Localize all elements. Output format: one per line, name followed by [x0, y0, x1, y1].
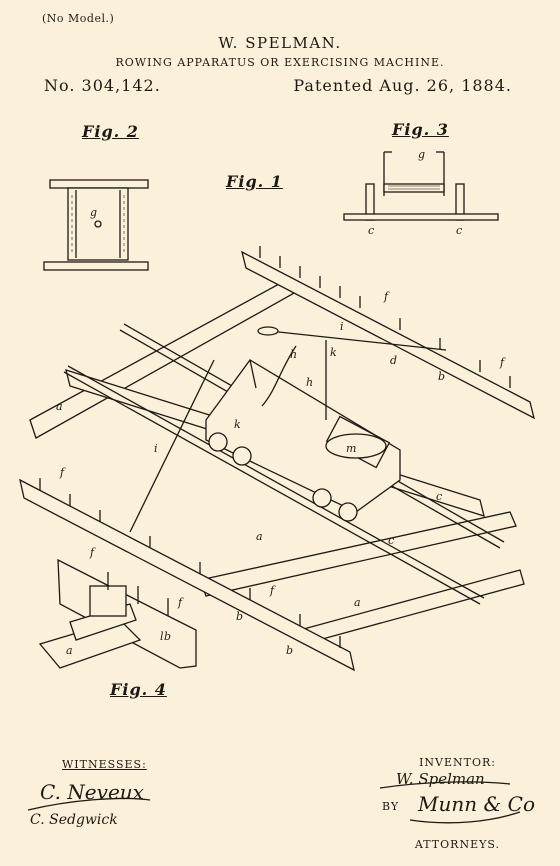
ref-m: m [346, 442, 356, 455]
bottom-rail-pegs [39, 478, 341, 648]
ref-b-2: b [236, 610, 243, 623]
patent-date: Patented Aug. 26, 1884. [293, 76, 512, 95]
ref-k-1: k [330, 346, 337, 359]
ref-l: l [160, 630, 164, 643]
ref-c-fig3-left: c [368, 224, 374, 237]
ref-a-3: a [354, 596, 361, 609]
ref-b-3: b [286, 644, 293, 657]
inventor-name-heading: W. SPELMAN. [218, 34, 342, 52]
ref-c-fig3-right: c [456, 224, 462, 237]
inventor-signature: W. Spelman [396, 770, 485, 788]
ref-k-2: k [234, 418, 241, 431]
patent-number: No. 304,142. [44, 76, 161, 95]
fig2-drawing [43, 179, 149, 271]
ref-g-fig3: g [418, 148, 425, 161]
ref-d: d [390, 354, 397, 367]
ref-h-2: h [306, 376, 313, 389]
ref-f-4: f [269, 584, 276, 597]
fig3-label: Fig. 3 [392, 120, 449, 139]
ref-f-1: f [383, 290, 390, 303]
no-model-note: (No Model.) [42, 12, 115, 25]
ref-a-1: a [56, 400, 63, 413]
top-rail-pegs [259, 246, 511, 388]
fig1-drawing [19, 246, 535, 672]
fig1-label: Fig. 1 [226, 172, 283, 191]
ref-f-3: f [59, 466, 66, 479]
patent-title: ROWING APPARATUS OR EXERCISING MACHINE. [115, 56, 445, 69]
witness-2-signature: C. Sedgwick [30, 812, 118, 828]
attorney-signature: Munn & Co [418, 792, 535, 816]
ref-c-1: c [436, 490, 442, 503]
ref-b-1: b [438, 370, 445, 383]
ref-h-1: h [290, 348, 297, 361]
ref-a-fig4: a [66, 644, 73, 657]
attorneys-label: ATTORNEYS. [414, 838, 500, 851]
fig2-label: Fig. 2 [82, 122, 139, 141]
witness-1-signature: C. Neveux [40, 780, 144, 804]
ref-a-2: a [256, 530, 263, 543]
ref-b-fig4: b [164, 630, 171, 643]
by-label: BY [382, 800, 400, 813]
ref-g-fig2: g [90, 206, 97, 219]
ref-i-1: i [340, 320, 344, 333]
ref-c-2: c [388, 534, 394, 547]
ref-f-fig4-1: f [89, 546, 96, 559]
fig3-drawing [343, 151, 499, 221]
inventor-label: INVENTOR: [419, 756, 496, 769]
ref-f-2: f [499, 356, 506, 369]
ref-i-2: i [154, 442, 158, 455]
witnesses-label: WITNESSES: [62, 758, 147, 771]
ref-f-fig4-2: f [177, 596, 184, 609]
fig4-drawing [38, 558, 197, 669]
fig4-label: Fig. 4 [110, 680, 167, 699]
reference-letters: g c c g a a a a b b b b c c d f f f f f … [56, 148, 506, 657]
